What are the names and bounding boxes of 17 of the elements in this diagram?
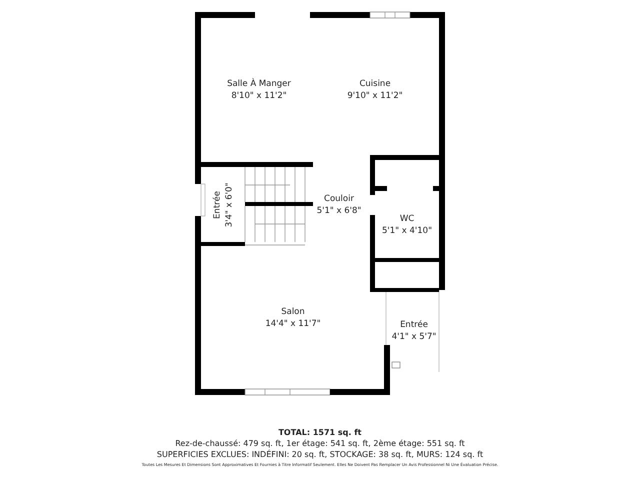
room-name: Couloir: [324, 193, 354, 205]
room-name: Entrée: [400, 319, 428, 331]
room-name: WC: [400, 213, 414, 225]
room-dimensions: 5'1" x 4'10": [382, 225, 432, 237]
room-name: Entrée: [211, 191, 223, 219]
room-name: Cuisine: [359, 78, 391, 90]
room-name: Salon: [281, 306, 305, 318]
room-dimensions: 3'4" x 6'0": [223, 182, 235, 228]
excluded-areas: SUPERFICIES EXCLUES: INDÉFINI: 20 sq. ft, STOCKAGE: 38 sq. ft, MURS: 124 sq. ft: [0, 450, 640, 459]
room-dimensions: 9'10" x 11'2": [347, 90, 403, 102]
room-dimensions: 4'1" x 5'7": [392, 331, 436, 343]
total-area: TOTAL: 1571 sq. ft: [0, 428, 640, 437]
room-dimensions: 5'1" x 6'8": [316, 205, 362, 217]
floor-areas: Rez-de-chaussé: 479 sq. ft, 1er étage: 541 sq. ft, 2ème étage: 551 sq. ft: [0, 439, 640, 448]
room-name: Salle À Manger: [227, 78, 291, 90]
room-dimensions: 14'4" x 11'7": [265, 318, 321, 330]
room-dimensions: 8'10" x 11'2": [231, 90, 287, 102]
